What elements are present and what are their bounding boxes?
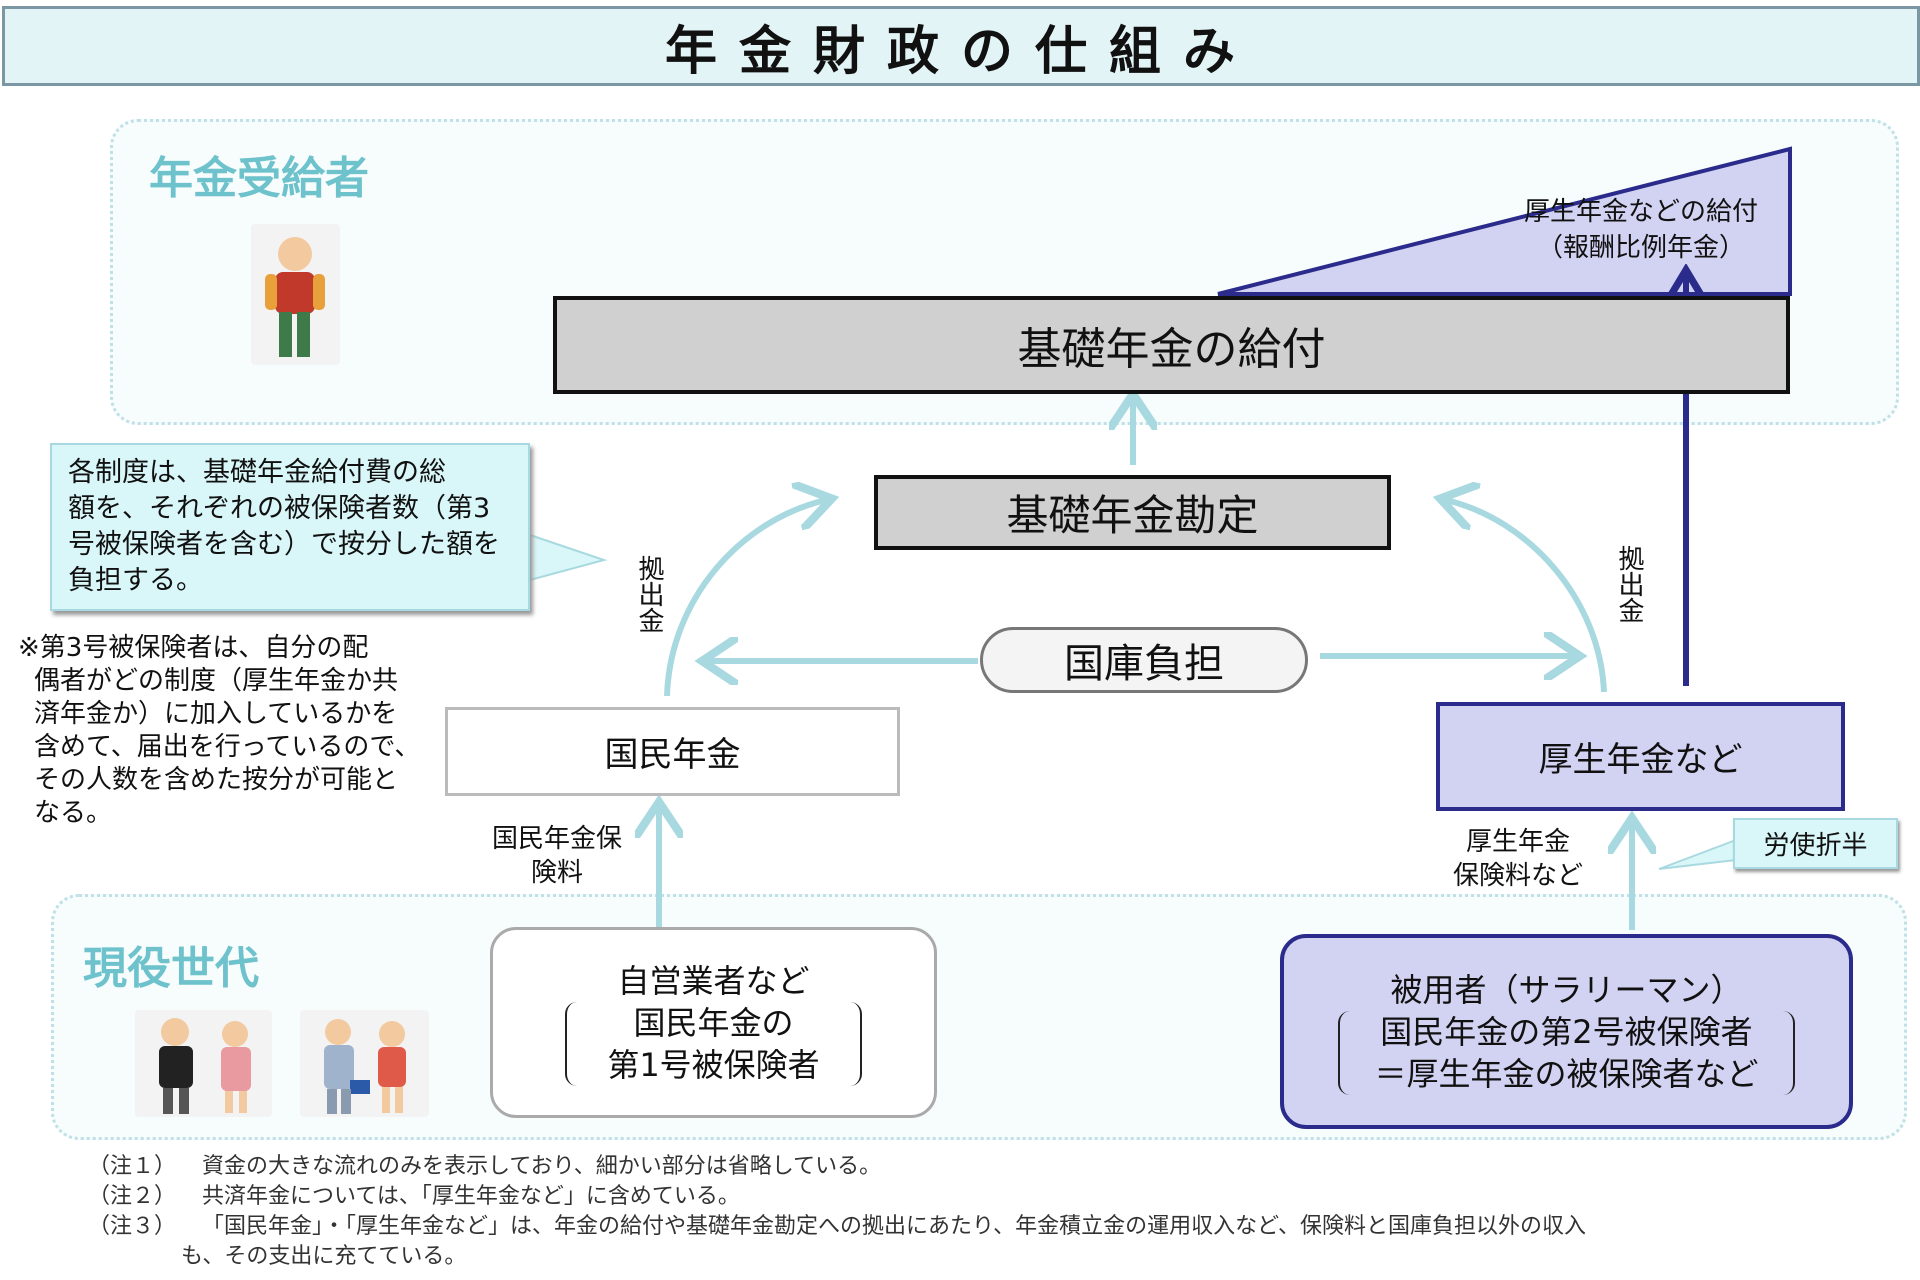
office-workers-illustration <box>300 1010 429 1117</box>
note-line: その人数を含めた按分が可能と <box>34 765 399 795</box>
employees-box: 被用者（サラリーマン） 国民年金の第2号被保険者 ＝厚生年金の被保険者など <box>1280 934 1853 1129</box>
note-line: 偶者がどの制度（厚生年金か共 <box>34 666 399 696</box>
footnote-text: 資金の大きな流れのみを表示しており、細かい部分は省略している。 <box>202 1154 882 1179</box>
basic-benefit-box: 基礎年金の給付 <box>553 296 1790 394</box>
employee-premium-label: 厚生年金 保険料など <box>1428 825 1608 893</box>
label-line: 国民年金保 <box>491 824 622 854</box>
employee-pension-box: 厚生年金など <box>1436 702 1845 811</box>
callout-pointer <box>529 533 608 582</box>
label-line: 厚生年金 <box>1465 827 1570 857</box>
contribution-label-left: 拠出金 <box>634 555 664 633</box>
footnote-3: （注３） 「国民年金」・「厚生年金など」は、年金の給付や基礎年金勘定への拠出にあた… <box>88 1208 1586 1240</box>
arrow-employee-contribution <box>1446 500 1607 693</box>
allocation-callout: 各制度は、基礎年金給付費の総 額を、それぞれの被保険者数（第3 号被保険者を含む… <box>50 443 530 611</box>
contribution-label-right: 拠出金 <box>1614 545 1644 623</box>
note-line: ※第3号被保険者は、自分の配 <box>18 633 369 663</box>
note-line: 済年金か）に加入しているかを <box>34 699 398 729</box>
employee-benefit-label: 厚生年金などの給付 <box>1523 197 1758 227</box>
footnote-label: （注２） <box>88 1184 177 1209</box>
footnote-3-continued: も、その支出に充てている。 <box>181 1238 466 1270</box>
callout-line: 額を、それぞれの被保険者数（第3 <box>68 493 491 524</box>
employee-benefit-sublabel: （報酬比例年金） <box>1536 233 1745 263</box>
self-employed-box: 自営業者など 国民年金の 第1号被保険者 <box>490 927 937 1118</box>
footnote-text: 共済年金については、「厚生年金など」に含めている。 <box>202 1184 740 1209</box>
footnote-text: 「国民年金」・「厚生年金など」は、年金の給付や基礎年金勘定への拠出にあたり、年金… <box>202 1214 1587 1239</box>
box-line: 国民年金の <box>633 1003 794 1042</box>
box-line: 国民年金の第2号被保険者 <box>1380 1012 1753 1051</box>
footnote-1: （注１） 資金の大きな流れのみを表示しており、細かい部分は省略している。 <box>88 1148 881 1180</box>
box-line: 第1号被保険者 <box>607 1045 820 1084</box>
arrow-national-contribution <box>664 500 826 697</box>
footnote-2: （注２） 共済年金については、「厚生年金など」に含めている。 <box>88 1178 740 1210</box>
elderly-person-illustration <box>251 224 340 365</box>
third-insured-note: ※第3号被保険者は、自分の配 偶者がどの制度（厚生年金か共 済年金か）に加入して… <box>18 632 420 830</box>
employee-benefit-triangle <box>1217 146 1792 296</box>
box-line: ＝厚生年金の被保険者など <box>1374 1054 1759 1093</box>
labor-split-pointer <box>1658 838 1737 870</box>
box-line: 被用者（サラリーマン） <box>1390 970 1743 1009</box>
callout-line: 負担する。 <box>68 565 203 596</box>
working-generation-label: 現役世代 <box>83 943 259 994</box>
national-treasury-box: 国庫負担 <box>980 627 1308 693</box>
callout-line: 各制度は、基礎年金給付費の総 <box>68 457 446 488</box>
note-line: 含めて、届出を行っているので、 <box>34 732 421 762</box>
callout-line: 号被保険者を含む）で按分した額を <box>68 529 500 560</box>
footnote-label: （注１） <box>88 1154 177 1179</box>
label-line: 保険料など <box>1452 861 1583 891</box>
self-employed-workers-illustration <box>135 1010 272 1117</box>
box-line: 自営業者など <box>617 961 810 1000</box>
footnote-text: も、その支出に充てている。 <box>181 1244 467 1269</box>
note-line: なる。 <box>34 798 113 828</box>
label-line: 険料 <box>530 858 583 888</box>
footnote-label: （注３） <box>88 1214 177 1239</box>
labor-split-callout: 労使折半 <box>1733 818 1898 869</box>
page-title: 年金財政の仕組み <box>2 6 1920 86</box>
national-pension-box: 国民年金 <box>445 707 900 796</box>
national-premium-label: 国民年金保 険料 <box>467 822 647 890</box>
recipients-label: 年金受給者 <box>149 153 369 204</box>
basic-pension-account-box: 基礎年金勘定 <box>874 475 1391 550</box>
